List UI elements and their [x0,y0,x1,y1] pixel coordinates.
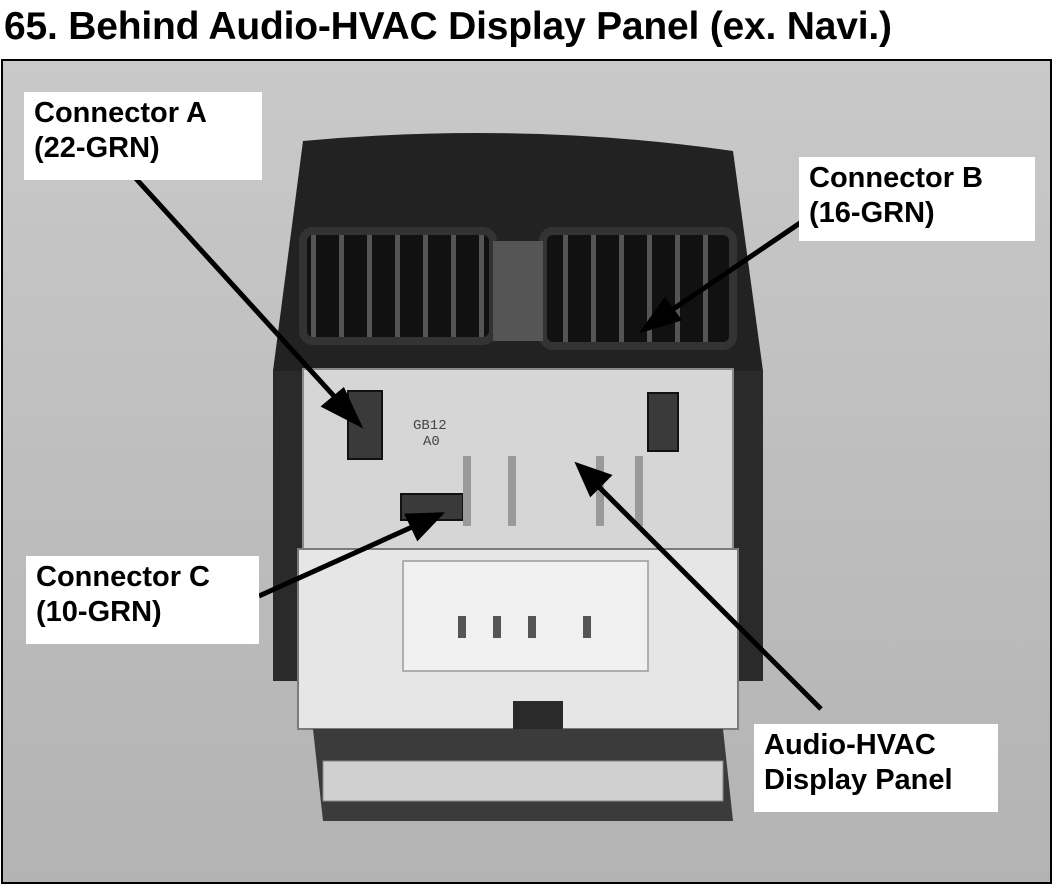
arrow-connector-b [661,218,805,319]
callout-connector-b: Connector B (16-GRN) [799,157,1035,241]
lower-tray [322,760,724,802]
arrow-head-connector-c [404,512,446,542]
arrow-connector-a [127,169,345,408]
chassis-holes [458,616,591,638]
left-air-vent [299,227,497,345]
callout-display-panel-line1: Audio-HVAC [764,729,936,761]
component-photo: GB12 A0 Connector A (22-GRN) [1,59,1052,884]
arrow-display-panel [593,481,823,711]
callout-connector-a-line1: Connector A [34,97,207,129]
connector-a-socket [347,390,383,460]
arrow-head-display-panel [574,461,613,498]
part-marking-2: A0 [423,434,440,450]
callout-display-panel-line2: Display Panel [764,764,953,796]
callout-display-panel: Audio-HVAC Display Panel [754,724,998,812]
callout-connector-a-line2: (22-GRN) [34,132,160,164]
callout-connector-b-line1: Connector B [809,162,983,194]
callout-connector-c-line2: (10-GRN) [36,596,162,628]
arrow-head-connector-a [320,387,364,429]
callout-connector-c-line1: Connector C [36,561,210,593]
arrow-connector-c [257,520,423,599]
callout-connector-b-line2: (16-GRN) [809,197,935,229]
arrow-head-connector-b [638,296,683,334]
callout-arrows [127,169,823,711]
part-marking-1: GB12 [413,418,447,434]
center-bracket [493,241,543,341]
page-title: 65. Behind Audio-HVAC Display Panel (ex.… [4,5,892,48]
connector-b-socket [647,392,679,452]
callout-connector-a: Connector A (22-GRN) [24,92,262,180]
callout-connector-c: Connector C (10-GRN) [26,556,259,644]
chassis-plate [402,560,649,672]
